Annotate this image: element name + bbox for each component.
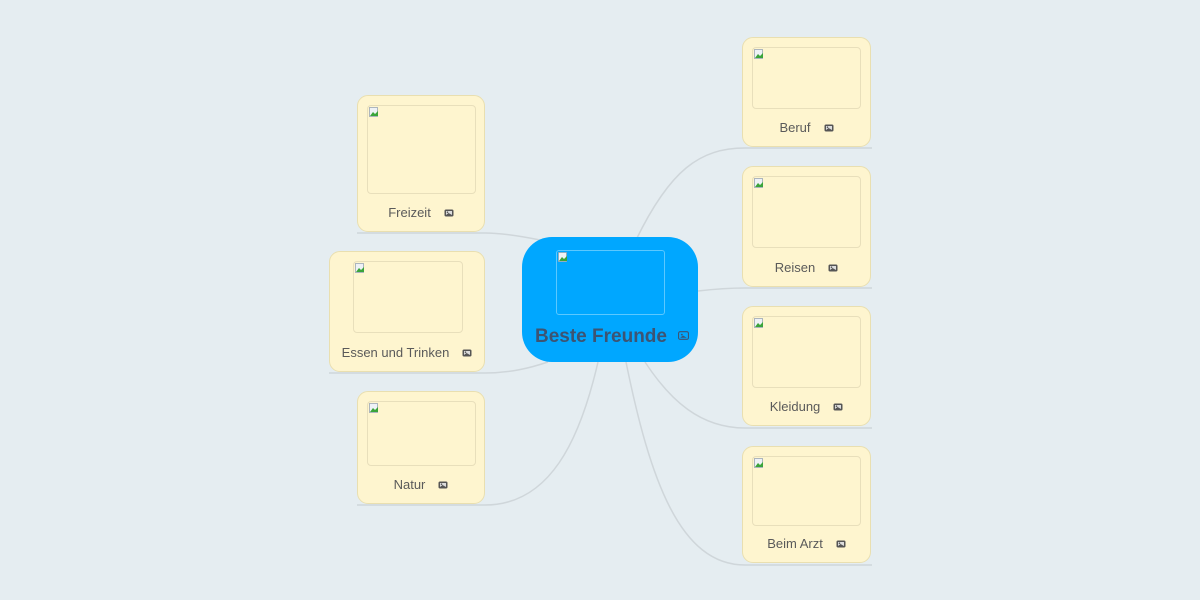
root-label: Beste Freunde xyxy=(535,326,667,347)
node-label: Freizeit xyxy=(388,205,431,220)
node-label: Beruf xyxy=(779,120,811,135)
image-icon[interactable] xyxy=(444,209,454,217)
link-natur xyxy=(357,361,599,506)
link-beruf xyxy=(635,147,872,241)
node-label: Kleidung xyxy=(769,399,821,414)
node-reisen[interactable]: Reisen xyxy=(742,166,871,287)
broken-image-icon xyxy=(558,252,567,262)
node-image xyxy=(367,105,476,194)
node-image xyxy=(752,47,861,109)
root-node-beste-freunde[interactable]: Beste Freunde xyxy=(522,237,698,362)
node-beim-arzt[interactable]: Beim Arzt xyxy=(742,446,871,563)
node-essen-und-trinken[interactable]: Essen und Trinken xyxy=(329,251,485,372)
image-icon[interactable] xyxy=(836,540,846,548)
broken-image-icon xyxy=(754,49,763,59)
image-icon[interactable] xyxy=(833,403,843,411)
node-image xyxy=(353,261,463,333)
broken-image-icon xyxy=(355,263,364,273)
broken-image-icon xyxy=(754,178,763,188)
broken-image-icon xyxy=(754,318,763,328)
node-beruf[interactable]: Beruf xyxy=(742,37,871,147)
node-image xyxy=(752,176,861,248)
link-essen xyxy=(329,361,549,374)
node-image xyxy=(367,401,476,466)
image-icon[interactable] xyxy=(824,124,834,132)
node-image xyxy=(752,316,861,388)
node-freizeit[interactable]: Freizeit xyxy=(357,95,485,232)
root-image xyxy=(556,250,665,315)
broken-image-icon xyxy=(369,107,378,117)
link-freizeit xyxy=(357,232,541,241)
image-icon[interactable] xyxy=(462,349,472,357)
image-icon[interactable] xyxy=(828,264,838,272)
node-label: Reisen xyxy=(774,260,816,275)
node-kleidung[interactable]: Kleidung xyxy=(742,306,871,426)
broken-image-icon xyxy=(369,403,378,413)
link-kleidung xyxy=(644,361,872,429)
node-label: Essen und Trinken xyxy=(341,345,450,360)
link-beim-arzt xyxy=(625,361,872,566)
node-label: Natur xyxy=(393,477,426,492)
link-reisen xyxy=(697,287,872,292)
broken-image-icon xyxy=(754,458,763,468)
image-icon[interactable] xyxy=(677,331,689,341)
image-icon[interactable] xyxy=(438,481,448,489)
node-natur[interactable]: Natur xyxy=(357,391,485,504)
node-label: Beim Arzt xyxy=(767,536,823,551)
node-image xyxy=(752,456,861,526)
